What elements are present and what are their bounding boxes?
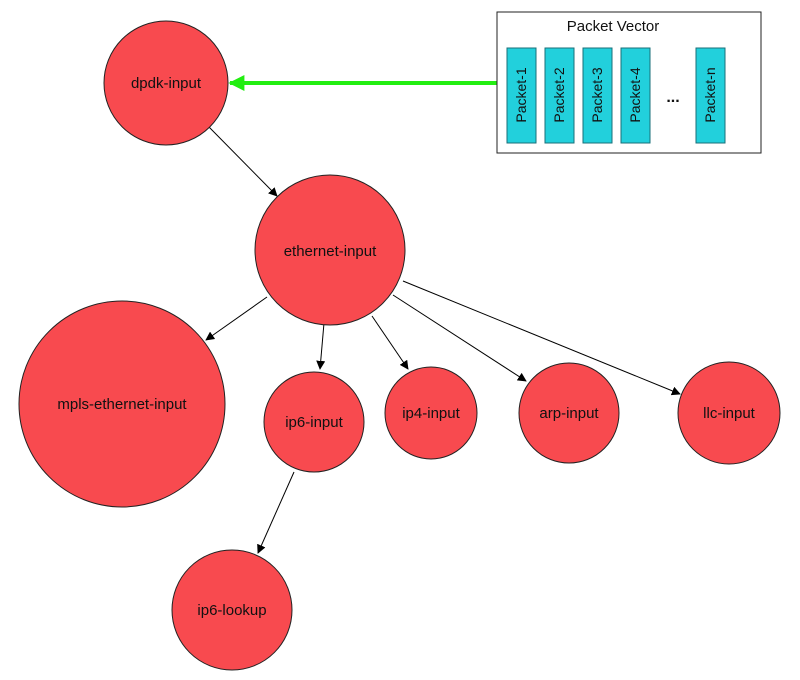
node-ethernet-input[interactable]: ethernet-input <box>254 174 406 326</box>
packet-label: Packet-1 <box>513 67 529 122</box>
node-ip6-input[interactable]: ip6-input <box>263 371 365 473</box>
node-label-ip6-input: ip6-input <box>285 414 343 431</box>
packet-ellipsis: ... <box>666 89 679 106</box>
node-label-ip6-lookup: ip6-lookup <box>197 602 266 619</box>
node-label-mpls-ethernet-input: mpls-ethernet-input <box>57 396 187 413</box>
node-arp-input[interactable]: arp-input <box>518 362 620 464</box>
node-label-dpdk-input: dpdk-input <box>131 75 202 92</box>
node-label-ethernet-input: ethernet-input <box>284 243 377 260</box>
node-llc-input[interactable]: llc-input <box>677 361 781 465</box>
packet-label: Packet-4 <box>627 67 643 122</box>
packet-vector-title: Packet Vector <box>567 18 660 35</box>
edge-ip6-to-ip6-lookup <box>257 471 295 554</box>
packet-item[interactable]: Packet-n <box>695 47 726 144</box>
node-mpls-ethernet-input[interactable]: mpls-ethernet-input <box>18 300 226 508</box>
node-dpdk-input[interactable]: dpdk-input <box>103 20 229 146</box>
edges <box>205 75 681 554</box>
edge-ethernet-to-mpls <box>205 296 268 341</box>
packet-label: Packet-2 <box>551 67 567 122</box>
packet-item[interactable]: Packet-2 <box>544 47 575 144</box>
edge-ethernet-to-ip6 <box>316 322 326 370</box>
node-ip6-lookup[interactable]: ip6-lookup <box>171 549 293 671</box>
edge-dpdk-to-ethernet <box>208 126 278 197</box>
packet-item[interactable]: Packet-3 <box>582 47 613 144</box>
edge-ethernet-to-ip4 <box>371 315 409 370</box>
node-ip4-input[interactable]: ip4-input <box>384 366 478 460</box>
packet-item[interactable]: Packet-1 <box>506 47 537 144</box>
packet-label: Packet-3 <box>589 67 605 122</box>
node-label-arp-input: arp-input <box>539 405 599 422</box>
packet-vector-box[interactable]: Packet Vector Packet-1 Packet-2 Packet-3… <box>496 11 762 154</box>
packet-item[interactable]: Packet-4 <box>620 47 651 144</box>
packet-label: Packet-n <box>702 67 718 122</box>
edge-ethernet-to-llc <box>402 280 681 396</box>
node-label-ip4-input: ip4-input <box>402 405 460 422</box>
node-label-llc-input: llc-input <box>703 405 756 422</box>
edge-ethernet-to-arp <box>392 294 527 382</box>
